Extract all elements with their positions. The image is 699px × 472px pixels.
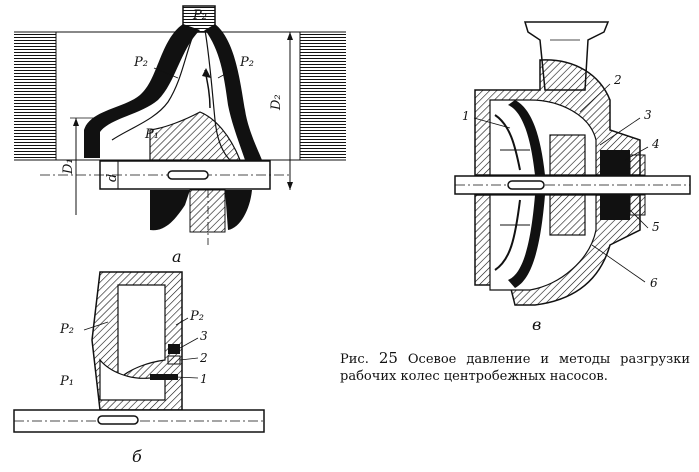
impeller-front-shroud (84, 24, 200, 158)
label-v-2: 2 (613, 73, 622, 87)
label-p2-left: P₂ (133, 55, 148, 70)
label-b-p2-right: P₂ (189, 309, 204, 324)
label-d2: D₂ (269, 94, 284, 111)
caption-prefix: Рис. (340, 352, 369, 367)
shaft-key-b (97, 415, 139, 425)
label-v-6: 6 (650, 276, 658, 290)
label-v-4: 4 (651, 137, 660, 151)
label-b-p1: P₁ (59, 374, 74, 389)
panel-b-sublabel: б (132, 447, 142, 466)
label-p2-right: P₂ (239, 55, 254, 70)
pressure-arrows-left (14, 32, 57, 160)
impeller-hub (149, 111, 241, 161)
label-p2-top: P₂ (192, 8, 207, 23)
label-b-1: 1 (200, 372, 208, 386)
label-v-1: 1 (462, 109, 470, 123)
impeller-back-shroud (205, 24, 262, 160)
label-v-3: 3 (644, 108, 652, 122)
panel-a-sublabel: а (172, 247, 182, 266)
caption-text: Осевое давление и методы разгрузки рабоч… (340, 352, 690, 384)
label-d: d (105, 174, 120, 182)
impeller-blade-upper (508, 100, 545, 175)
caption-number: 25 (378, 349, 398, 367)
seal-ring-3 (168, 344, 180, 354)
panel-v-sublabel: в (532, 315, 541, 334)
label-b-2: 2 (199, 351, 208, 365)
label-b-3: 3 (200, 329, 208, 343)
impeller-blade-lower (508, 195, 545, 288)
label-p1: P₁ (144, 127, 159, 142)
packing-lower (600, 195, 630, 220)
packing-upper (600, 150, 630, 175)
label-v-5: 5 (652, 220, 660, 234)
panel-b-balancing-chamber: P₂ P₂ P₁ 3 2 1 б (13, 271, 265, 466)
label-b-p2-left: P₂ (59, 322, 74, 337)
seal-ring-2 (167, 355, 181, 365)
shaft-key (167, 170, 209, 180)
pressure-arrows-right (299, 32, 346, 160)
panel-a-impeller-pressure: P₂ P₂ P₂ P₁ D₁ D₂ d а (14, 5, 346, 266)
balancing-hole (150, 374, 178, 380)
label-d1: D₁ (61, 158, 76, 175)
panel-v-pump-assembly: 1 2 3 4 5 6 в (454, 21, 691, 334)
shaft-key-v (507, 180, 545, 190)
figure-caption: Рис. 25 Осевое давление и методы разгруз… (340, 350, 690, 385)
